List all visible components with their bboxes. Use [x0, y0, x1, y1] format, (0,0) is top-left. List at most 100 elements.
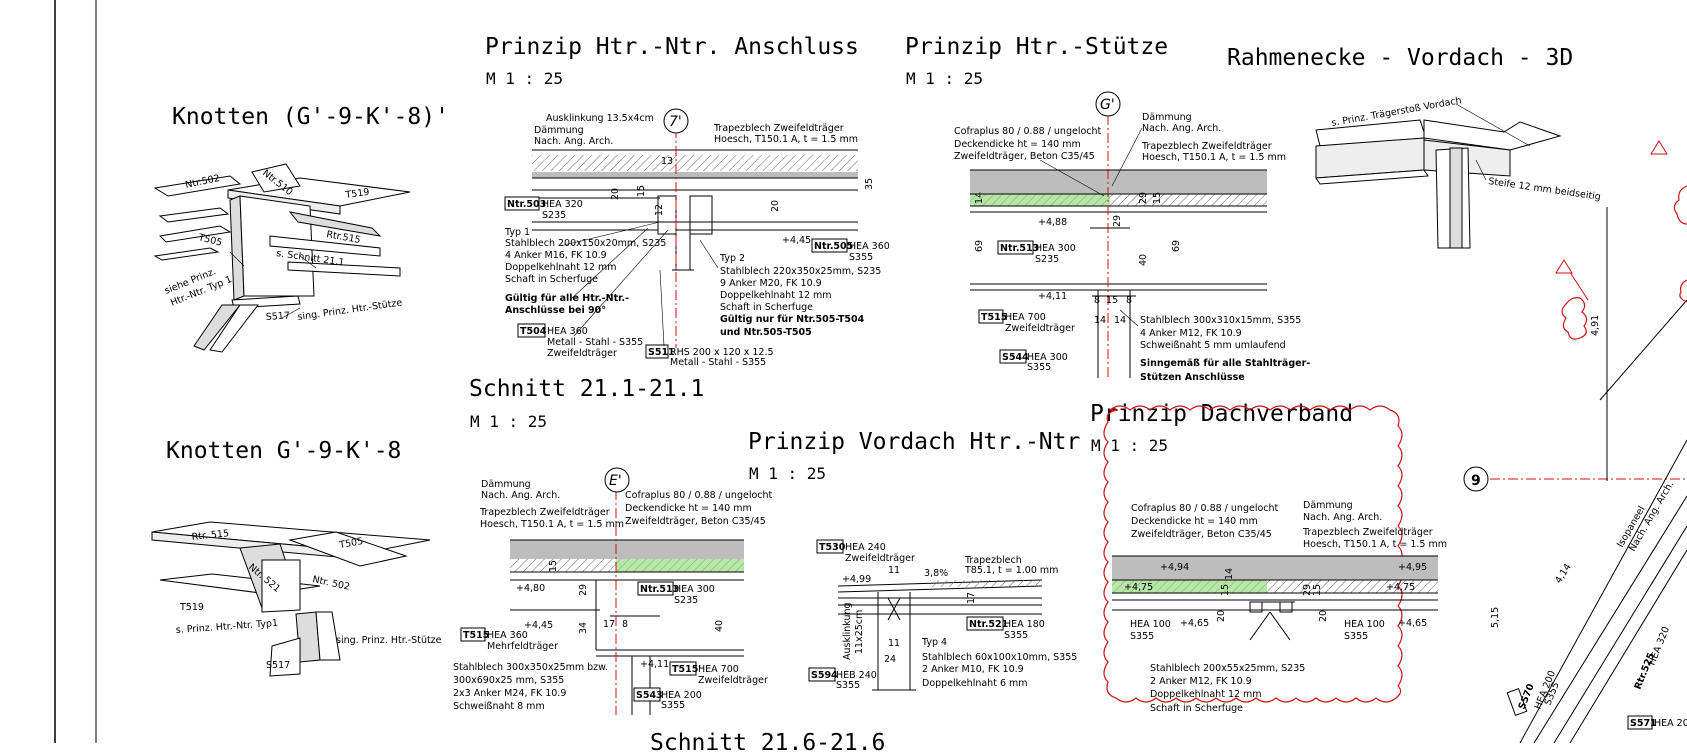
axis-bubble-9: [1463, 466, 1489, 492]
knotten-1-sketch: [153, 163, 411, 353]
axis-bubble-e: [604, 467, 630, 493]
stuetze-note-8: HEA 300: [1035, 243, 1076, 254]
knotten-2-sketch: [151, 521, 431, 677]
stuetze-note-15: 4 Anker M12, FK 10.9: [1140, 328, 1242, 339]
vordach-note-9: S355: [1004, 630, 1028, 641]
stuetze-note-14: Stahlblech 300x310x15mm, S355: [1140, 315, 1301, 326]
schnitt-note-11: Mehrfeldträger: [487, 641, 558, 652]
schnitt-dim-1: 15: [548, 560, 559, 572]
k2-label-6: s. Prinz. Htr.-Ntr. Typ1: [175, 618, 278, 636]
htr-ntr-note-28: S355: [849, 252, 873, 263]
stuetze-note-12: HEA 300: [1027, 352, 1068, 363]
schnitt-note-18: 2x3 Anker M24, FK 10.9: [453, 688, 566, 699]
htr-ntr-note-8: Typ 1: [504, 227, 530, 238]
dachverband-note-13: 2 Anker M12, FK 10.9: [1150, 676, 1252, 687]
stuetze-level-2: +4,11: [1038, 291, 1067, 302]
dachverband-note-2: Deckendicke ht = 140 mm: [1131, 516, 1258, 527]
stuetze-dim-5: 40: [1138, 254, 1149, 266]
vordach-note-2: Zweifeldträger: [845, 553, 915, 564]
dachverband-dim-3: 29: [1302, 584, 1313, 596]
dachverband-dim-6: 20: [1318, 610, 1329, 622]
htr-ntr-note-20: Typ 2: [719, 253, 745, 264]
dachverband-note-9: S355: [1130, 631, 1154, 642]
dachverband-level-4: +4,75: [1386, 582, 1415, 593]
htr-ntr-note-11: Doppelkehlnaht 12 mm: [505, 262, 617, 273]
htr-ntr-level-1: +4,45: [782, 235, 811, 246]
stuetze-dim-2: 15: [1152, 192, 1163, 204]
schnitt-note-17: 300x690x25 mm, S355: [453, 675, 564, 686]
htr-ntr-note-7: S235: [542, 210, 566, 221]
stuetze-note-18: Stützen Anschlüsse: [1140, 372, 1245, 383]
stuetze-note-17: Sinngemäß für alle Stahlträger-: [1140, 358, 1310, 369]
stuetze-dim-3: 29: [1138, 192, 1149, 204]
htr-ntr-dim-3: 20: [610, 188, 621, 200]
dachverband-note-10: HEA 100: [1344, 619, 1385, 630]
htr-ntr-note-3: Nach. Ang. Arch.: [534, 136, 613, 147]
htr-ntr-dim-4: 35: [864, 178, 875, 190]
htr-ntr-note-24: Schaft in Scherfuge: [720, 302, 813, 313]
right-dim-3: 4,91: [1590, 315, 1601, 336]
schnitt-section: [510, 539, 744, 715]
stuetze-tag-3: S544: [1002, 352, 1029, 363]
vordach-note-7: 11x25cm: [854, 610, 865, 654]
stuetze-note-1: Cofraplus 80 / 0.88 / ungelocht: [954, 126, 1102, 137]
dachverband-level-1: +4,94: [1160, 562, 1189, 573]
schnitt-dim-4: 40: [714, 620, 725, 632]
stuetze-note-3: Zweifeldträger, Beton C35/45: [954, 151, 1095, 162]
vordach-note-12: 2 Anker M10, FK 10.9: [922, 664, 1024, 675]
dachverband-note-15: Schaft in Scherfuge: [1150, 703, 1243, 714]
dachverband-note-7: Hoesch, T150.1 A, t = 1.5 mm: [1303, 539, 1447, 550]
vordach-note-1: HEA 240: [845, 542, 886, 553]
dachverband-level-5: +4,65: [1180, 618, 1209, 629]
k1-label-3: T519: [344, 187, 370, 201]
stuetze-note-9: S235: [1035, 254, 1059, 265]
schnitt-dim-6: 8: [622, 619, 628, 630]
vordach-tag-2: Ntr.521: [969, 619, 1008, 630]
htr-ntr-section: [532, 149, 858, 271]
schnitt-note-13: Zweifeldträger: [698, 675, 768, 686]
dachverband-dim-4: 20: [1216, 610, 1227, 622]
htr-ntr-note-25: Gültig nur für Ntr.505-T504: [720, 314, 865, 325]
right-note-5: HEA 320: [1647, 625, 1672, 667]
htr-ntr-tag-1: Ntr.503: [507, 199, 546, 210]
htr-ntr-note-21: Stahlblech 220x350x25mm, S235: [720, 266, 881, 277]
axis-bubble-7: [663, 108, 689, 134]
revision-cloud-right: [1561, 297, 1588, 340]
stuetze-note-10: HEA 700: [1005, 312, 1046, 323]
htr-ntr-note-26: und Ntr.505-T505: [720, 327, 812, 338]
scale-htr-stuetze: M 1 : 25: [906, 69, 984, 88]
vordach-level-1: +4,99: [842, 574, 871, 585]
dachverband-dim-5: 15: [1312, 584, 1323, 596]
dachverband-note-3: Zweifeldträger, Beton C35/45: [1131, 529, 1272, 540]
vordach-note-15: S355: [836, 680, 860, 691]
dachverband-level-2: +4,95: [1398, 562, 1427, 573]
dachverband-note-5: Nach. Ang. Arch.: [1303, 512, 1382, 523]
right-dim-1: 4,14: [1553, 562, 1574, 586]
rahmenecke-sketch: [1315, 119, 1562, 249]
right-note-6: HEA 200: [1654, 718, 1687, 729]
rahmenecke-note-2: Steife 12 mm beidseitig: [1488, 176, 1602, 203]
htr-ntr-note-22: 9 Anker M20, FK 10.9: [720, 278, 822, 289]
htr-ntr-note-17: Zweifeldträger: [547, 348, 617, 359]
htr-ntr-note-12: Schaft in Scherfuge: [505, 274, 598, 285]
stuetze-level-1: +4,88: [1038, 217, 1067, 228]
schnitt-dim-2: 29: [578, 584, 589, 596]
k1-label-4: T505: [196, 232, 223, 249]
dachverband-dim-1: 15: [1220, 584, 1231, 596]
vordach-note-13: Doppelkehlnaht 6 mm: [922, 678, 1028, 689]
title-htr-ntr: Prinzip Htr.-Ntr. Anschluss: [485, 34, 859, 60]
k2-label-4: T519: [179, 602, 204, 613]
htr-ntr-note-18: RHS 200 x 120 x 12.5: [670, 347, 774, 358]
schnitt-level-3: +4,11: [640, 659, 669, 670]
schnitt-note-6: Deckendicke ht = 140 mm: [625, 503, 752, 514]
dachverband-note-11: S355: [1344, 631, 1368, 642]
right-dim-2: 5,15: [1490, 607, 1501, 628]
schnitt-note-19: Schweißnaht 8 mm: [453, 701, 545, 712]
htr-ntr-note-6: HEA 320: [542, 199, 583, 210]
scale-dachverband: M 1 : 25: [1091, 436, 1169, 455]
htr-ntr-note-10: 4 Anker M16, FK 10.9: [505, 250, 607, 261]
warning-triangle-2: [1555, 259, 1573, 274]
htr-ntr-note-4: Trapezblech Zweifeldträger: [713, 123, 844, 134]
htr-ntr-note-16: Metall - Stahl - S355: [547, 337, 643, 348]
axis-label-7: 7': [669, 114, 682, 130]
